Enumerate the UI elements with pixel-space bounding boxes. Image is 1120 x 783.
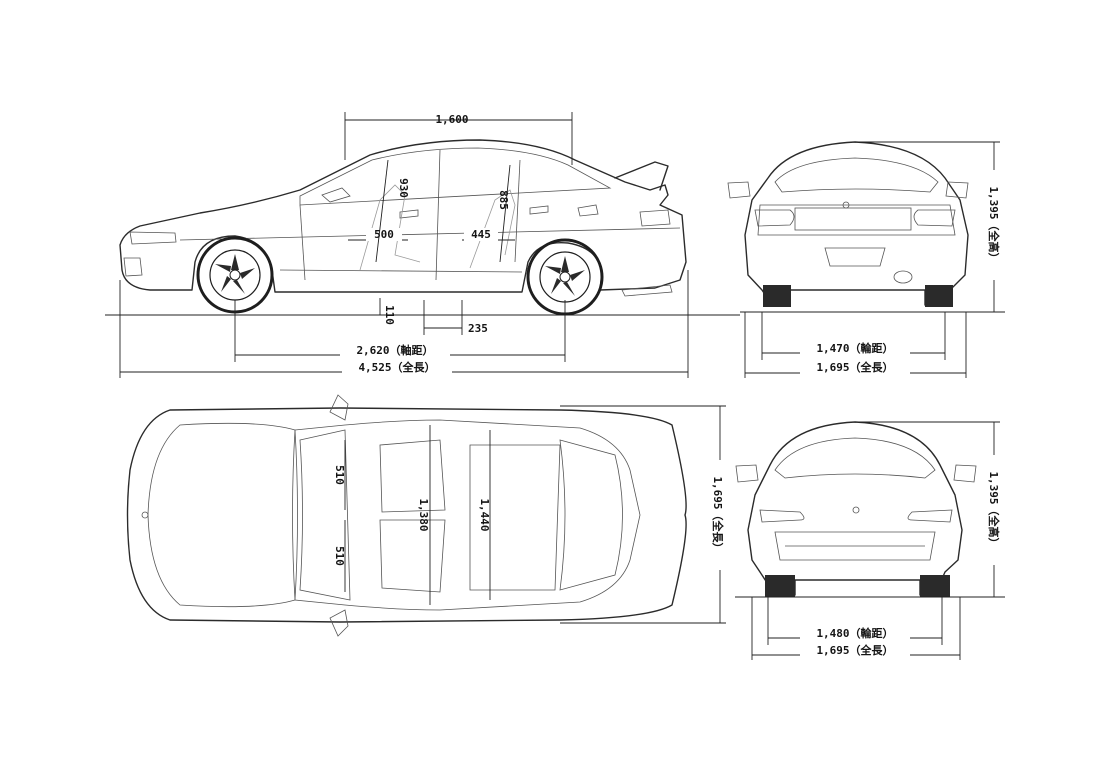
- rear-exhaust: [893, 270, 913, 284]
- front-headlight-left: [759, 509, 805, 523]
- side-front-headroom-label: 930: [397, 178, 410, 198]
- side-front-lamp: [123, 257, 143, 277]
- front-track-label: 1,480（輪距）: [816, 626, 893, 640]
- front-headlight-right: [907, 509, 953, 523]
- side-ground-clearance-label: 110: [383, 305, 396, 325]
- front-body-outline: [747, 421, 963, 596]
- front-windshield: [774, 437, 936, 479]
- rear-tire-left: [763, 285, 791, 307]
- side-roof-length-label: 1,600: [435, 113, 468, 126]
- front-overall-width-label: 1,695（全長）: [816, 643, 893, 657]
- front-view: 1,480（輪距） 1,695（全長） 1,395（全高）: [735, 421, 1005, 660]
- side-front-legroom-label: 500: [374, 228, 394, 241]
- front-emblem: [852, 506, 860, 514]
- rear-tire-right: [925, 285, 953, 307]
- rear-body-outline: [744, 141, 969, 306]
- rear-door-edge: [514, 159, 521, 263]
- side-rear-headroom-label: 885: [497, 190, 510, 210]
- front-tire-right: [920, 575, 950, 597]
- rear-seat-ghost: [469, 189, 516, 269]
- side-overall-length-label: 4,525（全長）: [358, 360, 435, 374]
- side-windows: [299, 147, 612, 206]
- top-body-outline: [126, 407, 687, 623]
- side-seat-offset-label: 235: [468, 322, 488, 335]
- side-headlight: [129, 231, 177, 245]
- front-mirror-right: [953, 464, 977, 483]
- rear-emblem: [842, 201, 850, 209]
- top-rear-shoulder-label: 510: [333, 546, 346, 566]
- top-view: 510 510 1,380 1,440 1,695（全長）: [126, 394, 726, 637]
- rear-track-label: 1,470（輪距）: [816, 341, 893, 355]
- rear-overall-width-label: 1,695（全長）: [816, 360, 893, 374]
- rear-overall-height-label: 1,395（全高）: [987, 186, 1001, 263]
- front-mirror-left: [735, 464, 759, 483]
- top-hood: [147, 422, 296, 608]
- b-pillar: [435, 149, 441, 281]
- top-rear-width-label: 1,440: [478, 498, 491, 531]
- side-taillight: [639, 209, 671, 227]
- front-seat-ghost: [359, 184, 421, 271]
- rear-mirror-left: [727, 181, 751, 199]
- rear-door-handle: [529, 205, 549, 215]
- rear-license-plate: [824, 247, 886, 267]
- rear-plate-area: [794, 207, 912, 231]
- top-emblem: [141, 511, 149, 519]
- rear-spoiler: [614, 161, 669, 191]
- top-rear-window: [559, 439, 623, 591]
- top-front-seat-right: [379, 519, 446, 593]
- side-view: 1,600 500 445 930 885 110 235 2,620（軸距） …: [105, 112, 740, 378]
- rear-decklid: [757, 204, 956, 236]
- top-mirror-left: [329, 394, 349, 421]
- rear-view: 1,470（輪距） 1,695（全長） 1,395（全高）: [727, 141, 1005, 378]
- top-front-width-label: 1,380: [417, 498, 430, 531]
- top-mirror-right: [329, 609, 349, 637]
- rear-mirror-right: [945, 181, 969, 199]
- rear-taillight-right: [913, 209, 956, 227]
- side-mirror: [321, 187, 351, 203]
- front-door-handle: [399, 209, 419, 219]
- side-sill: [279, 269, 523, 273]
- side-rear-legroom-label: 445: [471, 228, 491, 241]
- front-tire-left: [765, 575, 795, 597]
- front-overall-height-label: 1,395（全高）: [987, 471, 1001, 548]
- front-door-edge: [299, 204, 306, 281]
- rear-window: [774, 157, 939, 193]
- side-wheelbase-label: 2,620（軸距）: [356, 343, 433, 357]
- top-cabin: [294, 419, 641, 611]
- top-rear-bench: [469, 444, 561, 591]
- top-overall-width-label: 1,695（全長）: [711, 476, 725, 553]
- rear-taillight-left: [754, 209, 795, 227]
- front-grille: [774, 531, 936, 561]
- top-windshield: [299, 429, 351, 601]
- fuel-door: [577, 204, 599, 217]
- top-front-seat-left: [379, 439, 446, 513]
- top-front-shoulder-label: 510: [333, 465, 346, 485]
- exhaust: [621, 284, 673, 297]
- side-body-outline: [119, 139, 687, 293]
- body-crease: [179, 227, 681, 241]
